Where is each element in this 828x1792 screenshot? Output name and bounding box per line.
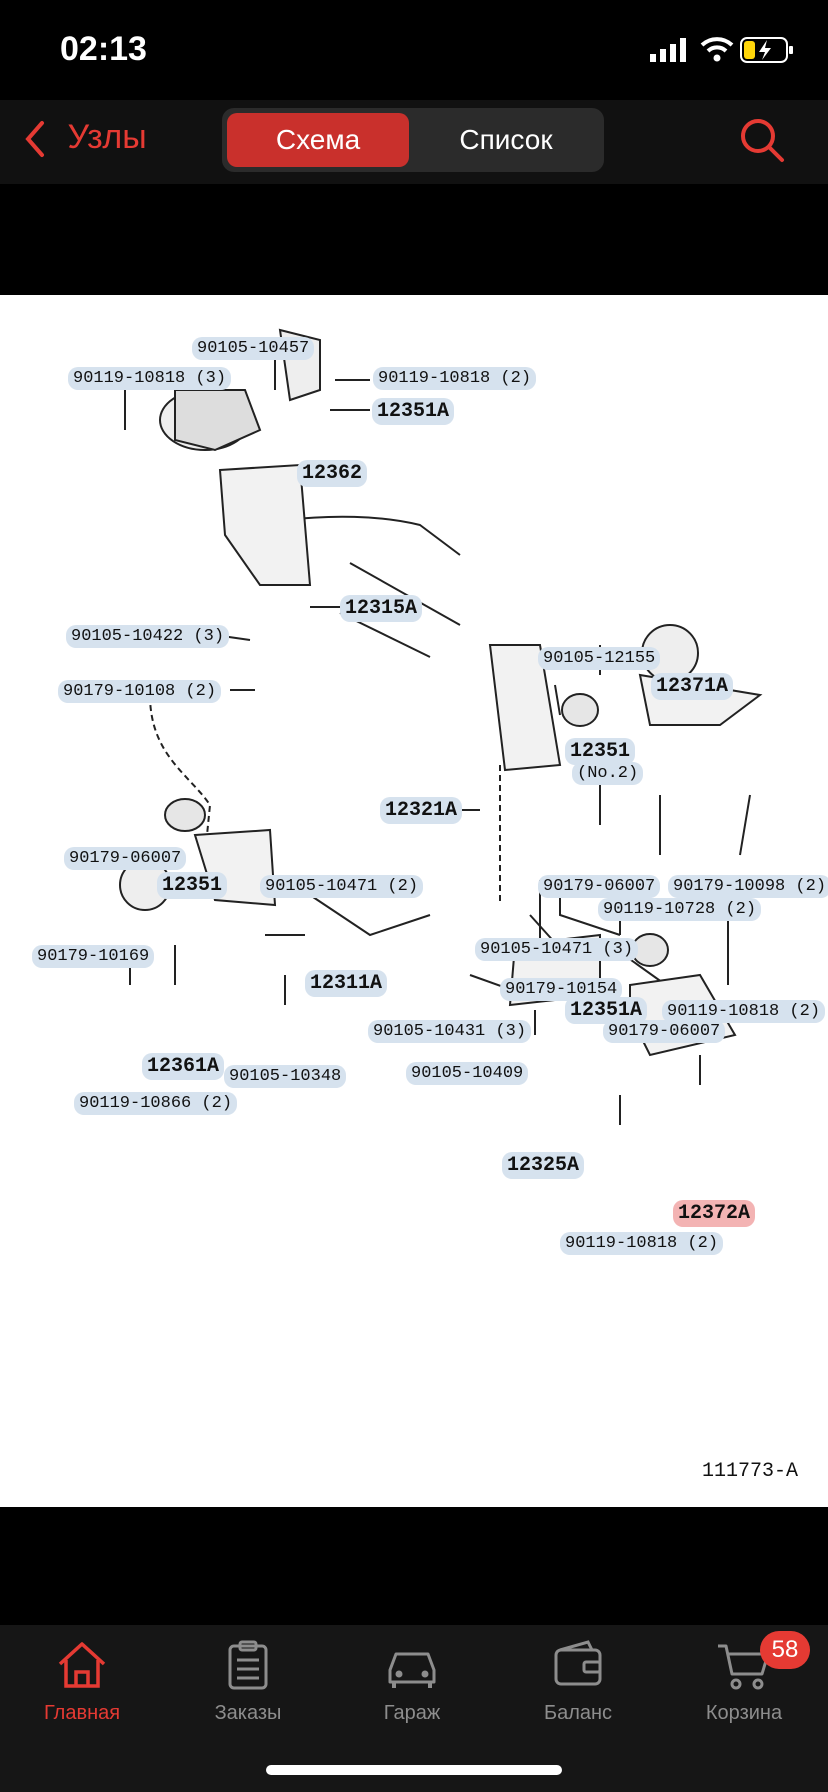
- tab-home[interactable]: Главная: [12, 1640, 152, 1725]
- part-label[interactable]: 90105-10422 (3): [66, 625, 230, 648]
- part-label[interactable]: 90179-10154: [500, 978, 623, 1001]
- clipboard-icon: [228, 1640, 268, 1690]
- part-label[interactable]: 90119-10866 (2): [74, 1092, 238, 1115]
- tab-label: Заказы: [214, 1702, 282, 1724]
- chevron-left-icon: [25, 121, 44, 158]
- part-label[interactable]: 90179-10169: [32, 945, 155, 968]
- part-label[interactable]: 90179-10098 (2): [668, 875, 828, 898]
- cart-badge: 58: [760, 1631, 810, 1669]
- part-label[interactable]: 90119-10818 (2): [560, 1232, 724, 1255]
- part-label[interactable]: 90105-10471 (2): [260, 875, 424, 898]
- part-label[interactable]: 12315A: [340, 595, 423, 622]
- part-label-highlighted[interactable]: 12372A: [673, 1200, 756, 1227]
- part-label[interactable]: 90105-10409: [406, 1062, 529, 1085]
- home-indicator[interactable]: [266, 1765, 562, 1775]
- part-label[interactable]: 90179-10108 (2): [58, 680, 222, 703]
- wifi-icon: [700, 37, 734, 62]
- diagram-code: 111773-A: [702, 1460, 799, 1483]
- part-label[interactable]: 12351: [565, 738, 636, 765]
- back-label: Узлы: [67, 118, 147, 156]
- part-label[interactable]: 12311A: [305, 970, 388, 997]
- segment-list[interactable]: Список: [459, 124, 553, 155]
- tab-label: Корзина: [705, 1702, 783, 1724]
- tab-label: Главная: [43, 1702, 121, 1724]
- car-icon: [388, 1652, 436, 1688]
- tab-orders[interactable]: Заказы: [178, 1640, 318, 1725]
- part-label[interactable]: 90119-10818 (3): [68, 367, 232, 390]
- part-label[interactable]: 12362: [297, 460, 368, 487]
- part-label[interactable]: 90179-06007: [538, 875, 661, 898]
- part-label[interactable]: 90105-10457: [192, 337, 315, 360]
- home-icon: [58, 1642, 106, 1688]
- part-label[interactable]: 12351: [157, 872, 228, 899]
- part-label[interactable]: (No.2): [572, 762, 644, 785]
- tab-garage[interactable]: Гараж: [342, 1640, 482, 1725]
- part-label[interactable]: 90179-06007: [603, 1020, 726, 1043]
- part-label[interactable]: 90105-10431 (3): [368, 1020, 532, 1043]
- part-label[interactable]: 90105-10348: [224, 1065, 347, 1088]
- status-bar: 02:13: [0, 0, 828, 100]
- search-icon: [741, 119, 784, 162]
- status-time: 02:13: [60, 30, 147, 68]
- part-label[interactable]: 90119-10728 (2): [598, 898, 762, 921]
- tab-label: Баланс: [543, 1702, 613, 1724]
- back-button[interactable]: Узлы: [22, 118, 147, 159]
- part-label[interactable]: 12351A: [565, 997, 648, 1024]
- view-segmented-control: Схема Список: [222, 108, 604, 172]
- part-label[interactable]: 12351A: [372, 398, 455, 425]
- segment-scheme[interactable]: Схема: [227, 113, 409, 167]
- tab-label: Гараж: [383, 1702, 441, 1724]
- part-label[interactable]: 12361A: [142, 1053, 225, 1080]
- part-label[interactable]: 12325A: [502, 1152, 585, 1179]
- part-label[interactable]: 12371A: [651, 673, 734, 700]
- tab-balance[interactable]: Баланс: [508, 1640, 648, 1725]
- search-button[interactable]: [738, 116, 786, 169]
- signal-icon: [650, 38, 686, 62]
- parts-diagram[interactable]: 90105-10457 90119-10818 (3) 90119-10818 …: [0, 295, 828, 1507]
- part-label[interactable]: 90105-10471 (3): [475, 938, 639, 961]
- battery-icon: [740, 37, 793, 63]
- part-label[interactable]: 90179-06007: [64, 847, 187, 870]
- part-label[interactable]: 90119-10818 (2): [662, 1000, 826, 1023]
- wallet-icon: [554, 1640, 602, 1686]
- part-label[interactable]: 12321A: [380, 797, 463, 824]
- part-label[interactable]: 90119-10818 (2): [373, 367, 537, 390]
- part-label[interactable]: 90105-12155: [538, 647, 661, 670]
